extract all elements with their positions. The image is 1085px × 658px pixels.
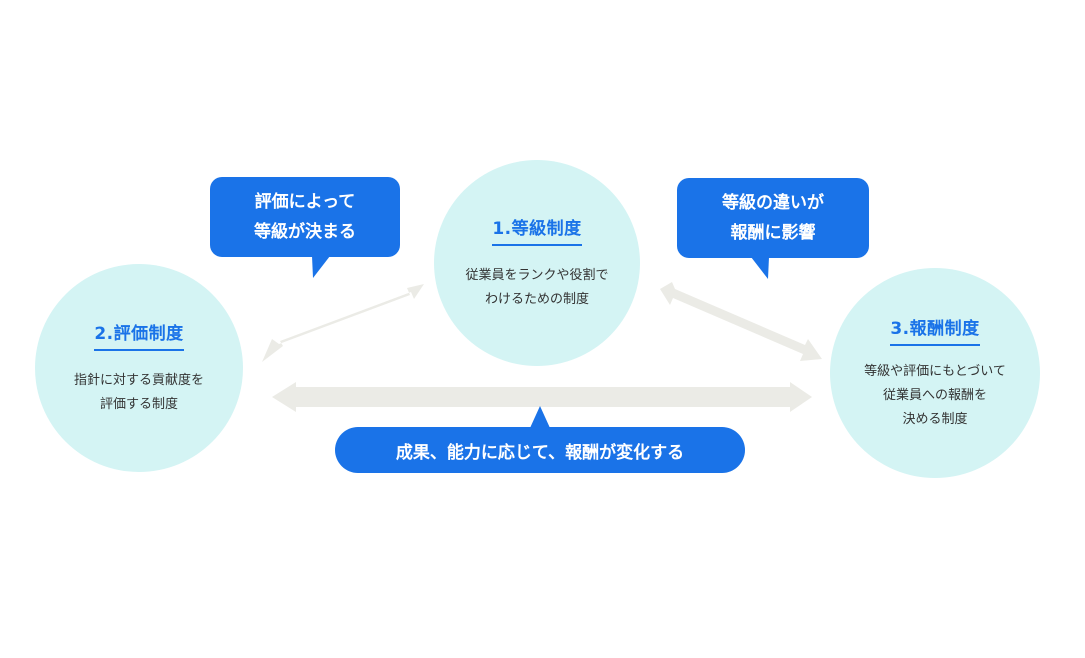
arrow-evaluation-grade bbox=[262, 284, 424, 362]
arrow-evaluation-compensation bbox=[272, 382, 812, 412]
grade-system-description: 従業員をランクや役割で わけるための制度 bbox=[465, 268, 609, 307]
compensation-system-description: 等級や評価にもとづいて 従業員への報酬を 決める制度 bbox=[864, 364, 1006, 427]
grade-system-title: 1.等級制度 bbox=[492, 214, 582, 246]
bubble-tail bbox=[530, 406, 550, 428]
bubble-results-change-compensation: 成果、能力に応じて、報酬が変化する bbox=[335, 427, 745, 473]
bubble-results-change-compensation-text: 成果、能力に応じて、報酬が変化する bbox=[395, 442, 685, 463]
bubble-grade-affects-compensation: 等級の違いが 報酬に影響 bbox=[677, 178, 869, 258]
bubble-grade-affects-compensation-text: 等級の違いが 報酬に影響 bbox=[722, 193, 824, 243]
evaluation-system-description: 指針に対する貢献度を 評価する制度 bbox=[73, 373, 204, 412]
bubble-evaluation-determines-grade-text: 評価によって 等級が決まる bbox=[254, 192, 356, 242]
evaluation-system-title: 2.評価制度 bbox=[94, 319, 184, 351]
bubble-evaluation-determines-grade: 評価によって 等級が決まる bbox=[210, 177, 400, 257]
circle-compensation-system: 3.報酬制度 等級や評価にもとづいて 従業員への報酬を 決める制度 bbox=[830, 268, 1040, 478]
compensation-system-title: 3.報酬制度 bbox=[890, 314, 980, 346]
arrow-grade-compensation bbox=[660, 282, 822, 361]
circle-grade-system: 1.等級制度 従業員をランクや役割で わけるための制度 bbox=[434, 160, 640, 366]
circle-evaluation-system: 2.評価制度 指針に対する貢献度を 評価する制度 bbox=[35, 264, 243, 472]
